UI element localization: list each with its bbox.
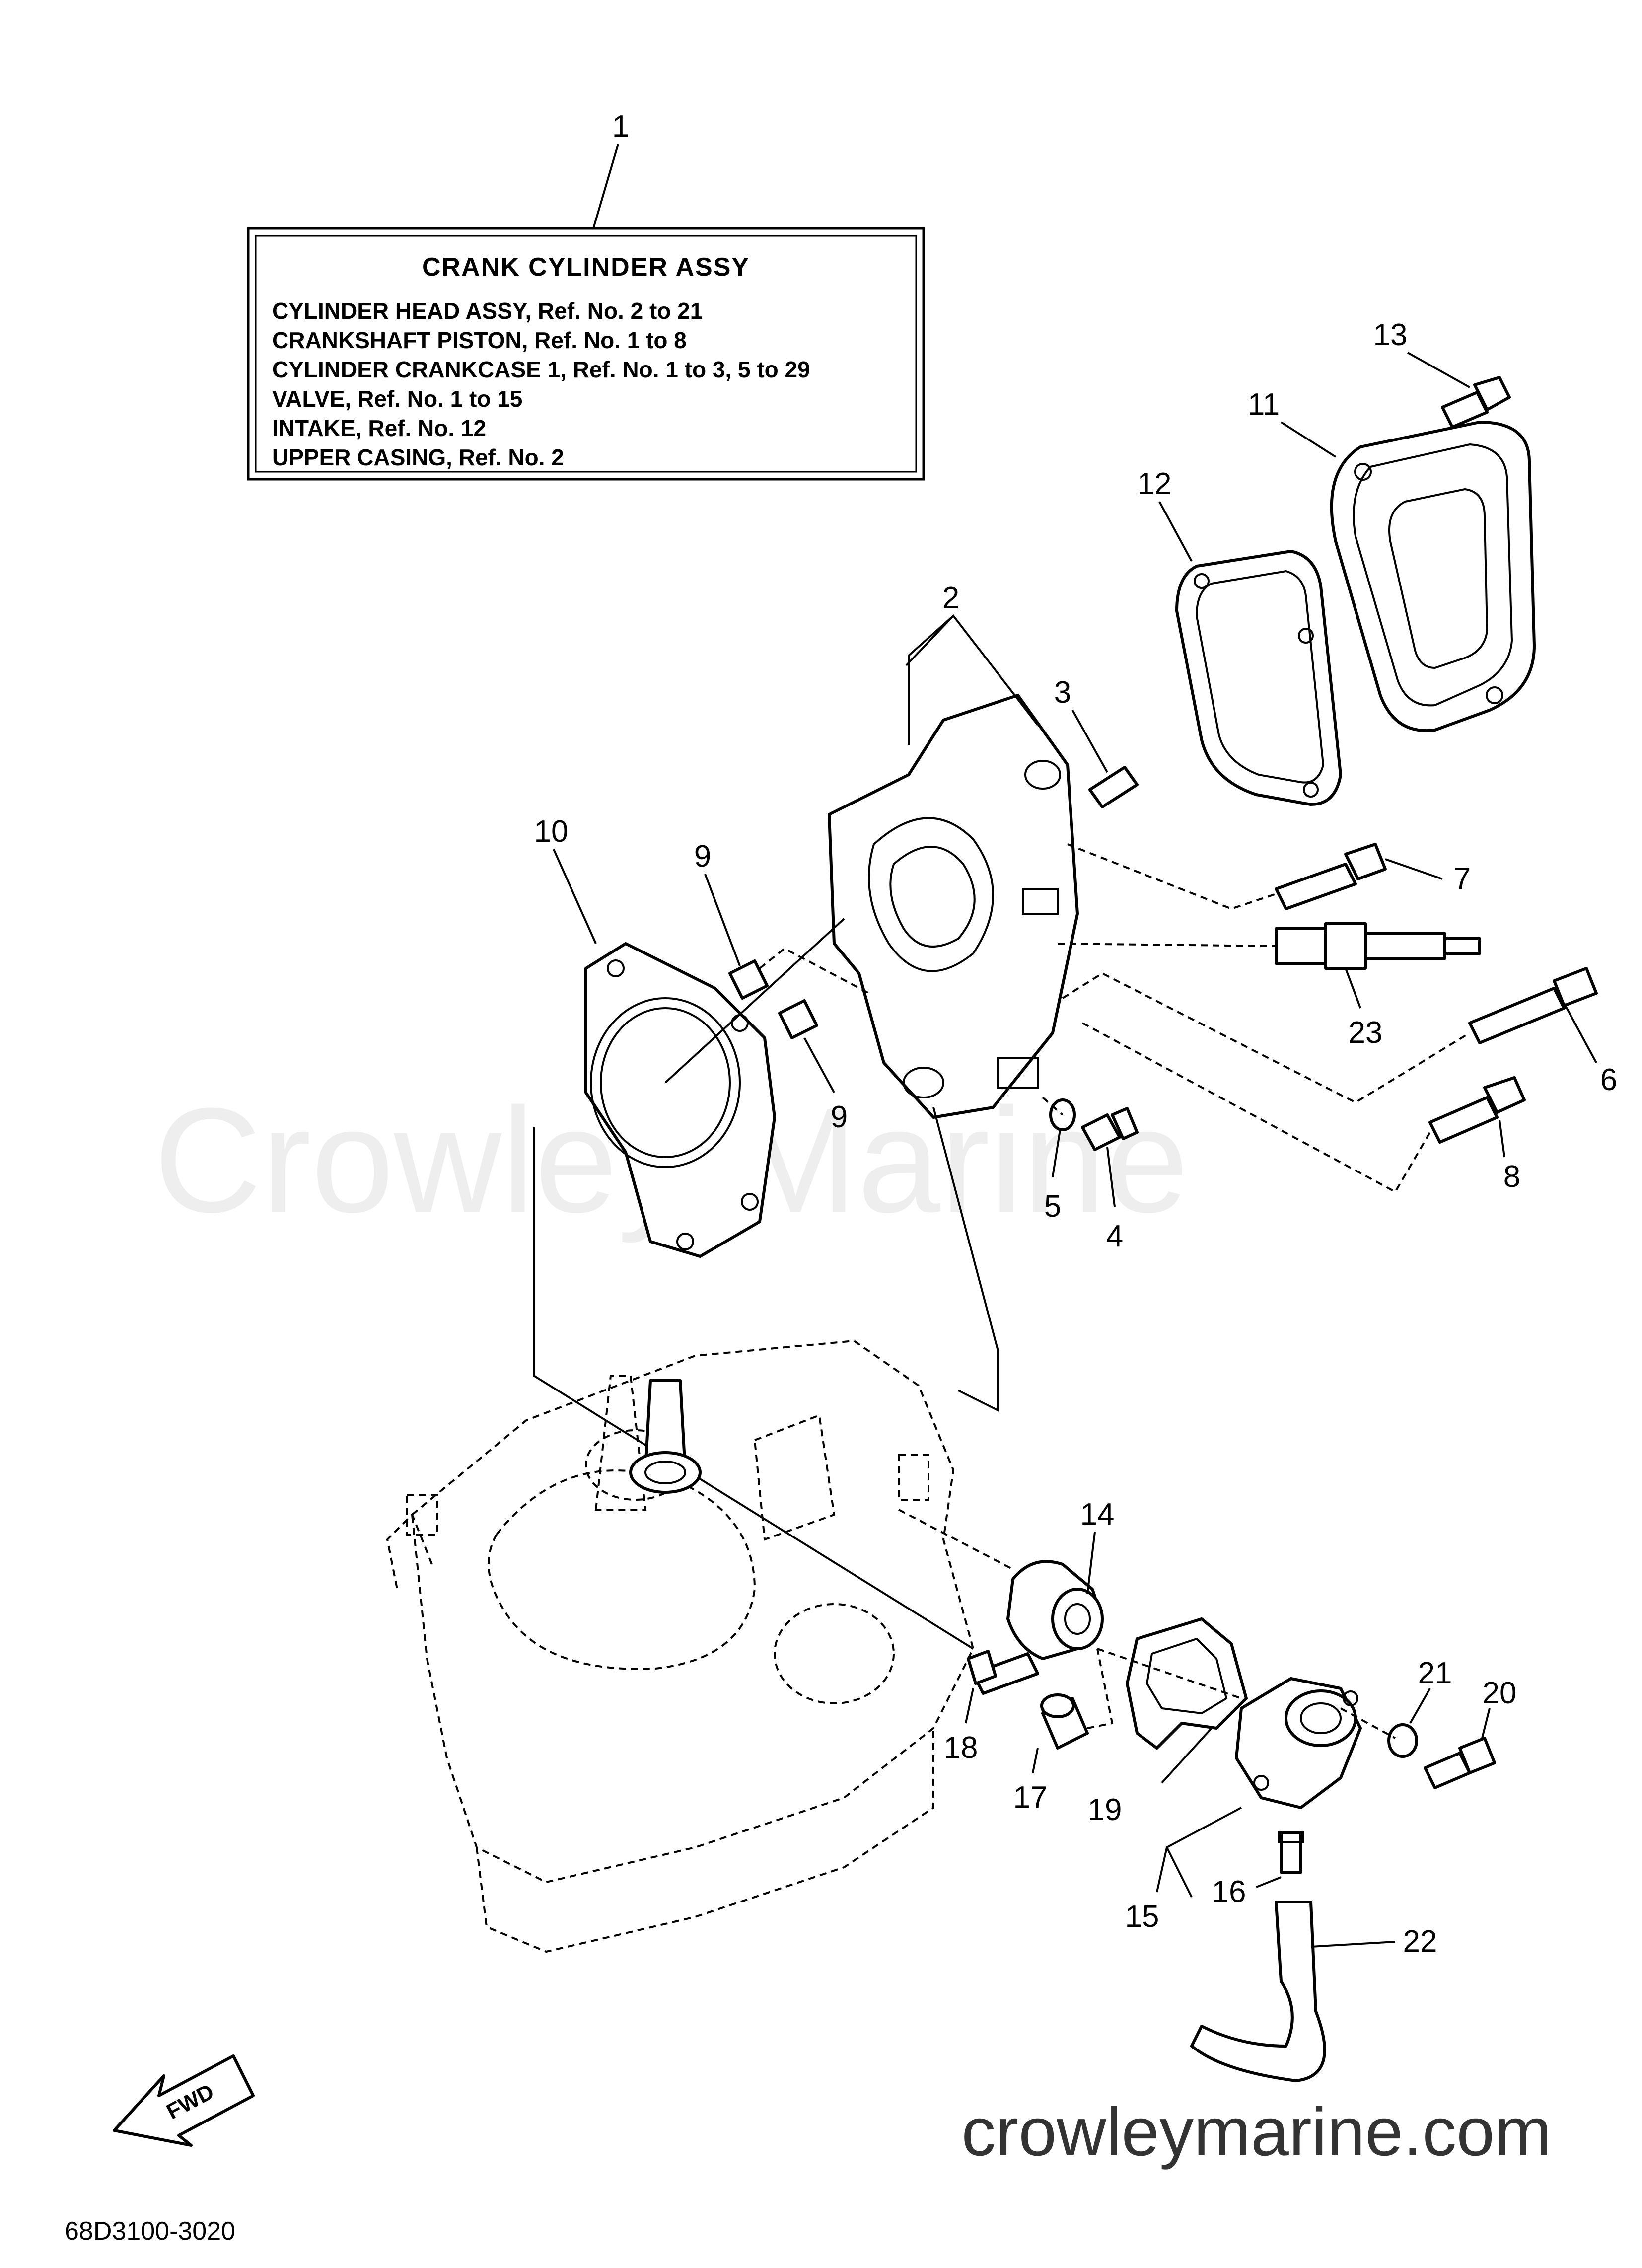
washer-part-21 xyxy=(1387,1723,1418,1758)
callout-18: 18 xyxy=(944,1731,978,1765)
dowel-part-9-upper xyxy=(728,959,769,1000)
leader-11 xyxy=(1280,421,1337,458)
dash-23 xyxy=(1057,943,1277,947)
gasket-part-12 xyxy=(1175,550,1342,806)
leader-3 xyxy=(1071,710,1108,773)
dash-17 xyxy=(1087,1648,1114,1729)
callout-1: 1 xyxy=(612,109,629,144)
head-gasket-part-10 xyxy=(584,942,776,1258)
callout-21: 21 xyxy=(1418,1656,1452,1690)
callout-4: 4 xyxy=(1106,1219,1123,1253)
callout-2: 2 xyxy=(942,581,959,615)
callout-16: 16 xyxy=(1212,1875,1246,1909)
thermostat-cover-part-15 xyxy=(1235,1677,1362,1809)
bolt-part-7 xyxy=(1275,843,1387,910)
bolt-part-8 xyxy=(1428,1076,1526,1144)
leader-5 xyxy=(1052,1129,1061,1177)
dash-14 xyxy=(898,1509,1013,1570)
leader-13 xyxy=(1407,352,1470,388)
info-box-title: CRANK CYLINDER ASSY xyxy=(422,253,750,282)
dash-6 xyxy=(1062,972,1471,1104)
info-box-line: INTAKE, Ref. No. 12 xyxy=(272,415,486,441)
dowel-pin-part-3 xyxy=(1088,766,1139,808)
leader-4 xyxy=(1106,1147,1116,1207)
callout-3: 3 xyxy=(1054,675,1071,710)
dash-7 xyxy=(1067,843,1277,910)
leader-6 xyxy=(1563,1003,1597,1063)
leader-2-left xyxy=(908,615,954,745)
leader-9-upper xyxy=(704,874,741,966)
fwd-arrow-icon: FWD xyxy=(113,2054,255,2147)
plug-part-4 xyxy=(1081,1107,1139,1151)
dash-9 xyxy=(759,947,869,994)
callout-15: 15 xyxy=(1125,1900,1159,1934)
leader-15 xyxy=(1156,1847,1168,1893)
collar-part-17 xyxy=(1040,1693,1089,1750)
cylinder-head-part-2 xyxy=(828,694,1079,1119)
callout-19: 19 xyxy=(1088,1793,1122,1827)
callout-17: 17 xyxy=(1013,1780,1048,1815)
info-box-line: CYLINDER CRANKCASE 1, Ref. No. 1 to 3, 5… xyxy=(272,357,810,382)
callout-9-upper: 9 xyxy=(694,839,711,874)
leader-22 xyxy=(1310,1941,1396,1948)
long-bolt-part-6 xyxy=(1468,967,1598,1044)
callout-23: 23 xyxy=(1349,1016,1383,1050)
info-box-line: CRANKSHAFT PISTON, Ref. No. 1 to 8 xyxy=(272,327,687,353)
callout-labels: 1 2 3 4 5 6 7 8 9 9 10 11 12 13 14 15 16… xyxy=(534,109,1618,1959)
info-box-line: CYLINDER HEAD ASSY, Ref. No. 2 to 21 xyxy=(272,298,703,324)
leader-17 xyxy=(1032,1748,1039,1773)
leader-23 xyxy=(1345,968,1361,1009)
callout-11: 11 xyxy=(1248,387,1280,422)
bolt-part-20 xyxy=(1424,1737,1496,1789)
leader-10 xyxy=(553,849,597,944)
crankshaft-stub xyxy=(629,1379,702,1494)
thermostat-part-14 xyxy=(1006,1560,1104,1660)
callout-7: 7 xyxy=(1454,862,1471,896)
leader-14 xyxy=(1086,1532,1096,1595)
dash-5 xyxy=(1042,1097,1064,1116)
guide-10 xyxy=(664,918,845,1084)
assembly-line-left xyxy=(533,1127,974,1650)
hose-part-22 xyxy=(1190,1901,1326,2082)
callout-8: 8 xyxy=(1503,1160,1520,1194)
head-cover-part-11 xyxy=(1330,421,1536,732)
dash-21 xyxy=(1340,1707,1396,1739)
leader-1 xyxy=(592,144,619,229)
leader-21 xyxy=(1409,1688,1431,1724)
leader-12 xyxy=(1158,501,1193,562)
spark-plug-part-23 xyxy=(1275,922,1481,970)
leader-20 xyxy=(1481,1708,1491,1739)
assembly-line-right xyxy=(932,1107,999,1412)
nipple-part-16 xyxy=(1278,1831,1304,1874)
callout-10: 10 xyxy=(534,814,569,849)
gasket-part-19 xyxy=(1126,1617,1248,1750)
callout-6: 6 xyxy=(1600,1063,1617,1097)
leader-16 xyxy=(1256,1876,1282,1888)
footer-url: crowleymarine.com xyxy=(961,2094,1552,2170)
callout-12: 12 xyxy=(1138,467,1172,501)
dowel-part-9-lower xyxy=(778,999,818,1039)
leader-8 xyxy=(1499,1119,1505,1158)
leader-18 xyxy=(965,1688,974,1724)
leader-19 xyxy=(1161,1727,1213,1784)
info-box-line: VALVE, Ref. No. 1 to 15 xyxy=(272,386,522,412)
bolt-part-13 xyxy=(1441,376,1511,429)
dash-19 xyxy=(1097,1648,1242,1699)
callout-5: 5 xyxy=(1044,1189,1061,1224)
callout-13: 13 xyxy=(1373,318,1408,352)
bolt-part-18 xyxy=(967,1650,1039,1695)
callout-9-lower: 9 xyxy=(831,1100,848,1134)
info-box: CRANK CYLINDER ASSY CYLINDER HEAD ASSY, … xyxy=(247,227,925,481)
info-box-line: UPPER CASING, Ref. No. 2 xyxy=(272,444,564,470)
callout-14: 14 xyxy=(1080,1497,1115,1532)
leader-9-lower xyxy=(803,1037,835,1093)
callout-20: 20 xyxy=(1483,1676,1517,1710)
callout-22: 22 xyxy=(1403,1924,1437,1959)
diagram-code: 68D3100-3020 xyxy=(65,2217,235,2246)
leader-7 xyxy=(1385,858,1443,880)
